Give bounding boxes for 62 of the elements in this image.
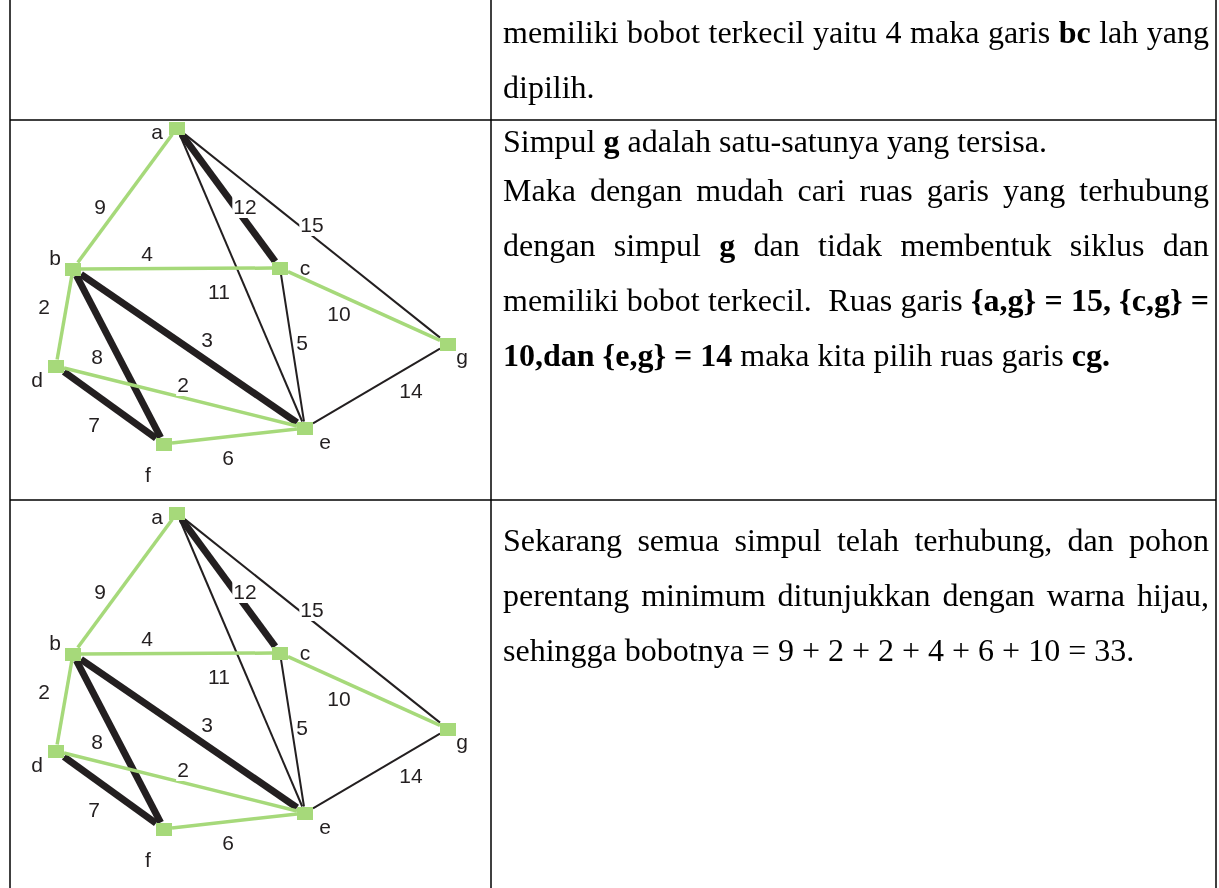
graph-edge	[55, 275, 74, 360]
graph-edge	[184, 133, 441, 339]
graph-edge	[312, 347, 441, 425]
graph-edge	[55, 660, 74, 745]
graph-edge	[312, 732, 441, 810]
vertex-square	[156, 437, 172, 451]
vertex-square	[156, 822, 172, 836]
vertex-square	[440, 337, 456, 351]
vertex-square	[440, 722, 456, 736]
vertex-label: c	[299, 642, 311, 664]
graph-edge	[178, 518, 304, 808]
graph-edge	[178, 517, 279, 649]
vertex-square	[48, 744, 64, 758]
table-cell-text: Sekarang semua simpul telah terhubung, dan pohon perentang minimum ditunjukkan dengan warna hijau, sehingga bobotnya = 9 + 2 + 2 + 4 + 6 + 10 = 33.	[503, 521, 1209, 670]
graph-edge	[79, 656, 299, 811]
table-cell-text: Simpul g adalah satu-satunya yang tersisa.	[503, 122, 1048, 161]
graph-edge	[61, 753, 159, 827]
vertex-square	[48, 359, 64, 373]
graph-edge	[76, 133, 174, 264]
graph-edge	[76, 518, 174, 649]
graph-edge	[81, 651, 272, 656]
vertex-label: c	[299, 257, 311, 279]
graph-edge	[178, 132, 279, 264]
vertex-square	[297, 421, 313, 435]
vertex-label: e	[319, 431, 331, 453]
graph-edge	[280, 658, 305, 808]
vertex-label: e	[319, 816, 331, 838]
graph-edge	[178, 133, 304, 423]
vertex-square	[65, 262, 81, 276]
vertex-square	[272, 646, 288, 660]
graph-edge	[280, 273, 305, 423]
graph-edge	[63, 366, 298, 428]
vertex-label: a	[151, 121, 163, 143]
graph-edge	[73, 273, 164, 440]
vertex-label: b	[49, 632, 61, 654]
vertex-square	[65, 647, 81, 661]
graph-edge	[73, 658, 164, 825]
vertex-label: b	[49, 247, 61, 269]
vertex-label: g	[456, 346, 468, 368]
graph-edge	[63, 751, 298, 813]
graph-edge	[287, 270, 441, 342]
graph-edge	[79, 271, 299, 426]
vertex-square	[169, 506, 185, 520]
graph-edge	[171, 427, 298, 445]
graph-edge	[287, 655, 441, 727]
graph-edge	[61, 368, 159, 442]
vertex-label: f	[145, 464, 151, 486]
vertex-square	[169, 121, 185, 135]
table-cell-text: Maka dengan mudah cari ruas garis yang terhubung dengan simpul g dan tidak membentuk siklus dan memiliki bobot terkecil. Ruas garis {a,g} = 15, {c,g} = 10,dan {e,g} = 14 maka kita pilih ruas garis cg.	[503, 171, 1209, 375]
vertex-label: a	[151, 506, 163, 528]
vertex-label: d	[31, 369, 43, 391]
vertex-label: f	[145, 849, 151, 871]
edge-weight-label: 12	[232, 196, 258, 218]
vertex-label: d	[31, 754, 43, 776]
graph-edge	[81, 266, 272, 271]
edge-weight-label: 12	[232, 581, 258, 603]
graph-edge	[184, 518, 441, 724]
vertex-label: g	[456, 731, 468, 753]
graph-edge	[171, 812, 298, 830]
vertex-square	[272, 261, 288, 275]
table-cell-text: memiliki bobot terkecil yaitu 4 maka garis bc lah yang dipilih.	[503, 13, 1209, 107]
vertex-square	[297, 806, 313, 820]
